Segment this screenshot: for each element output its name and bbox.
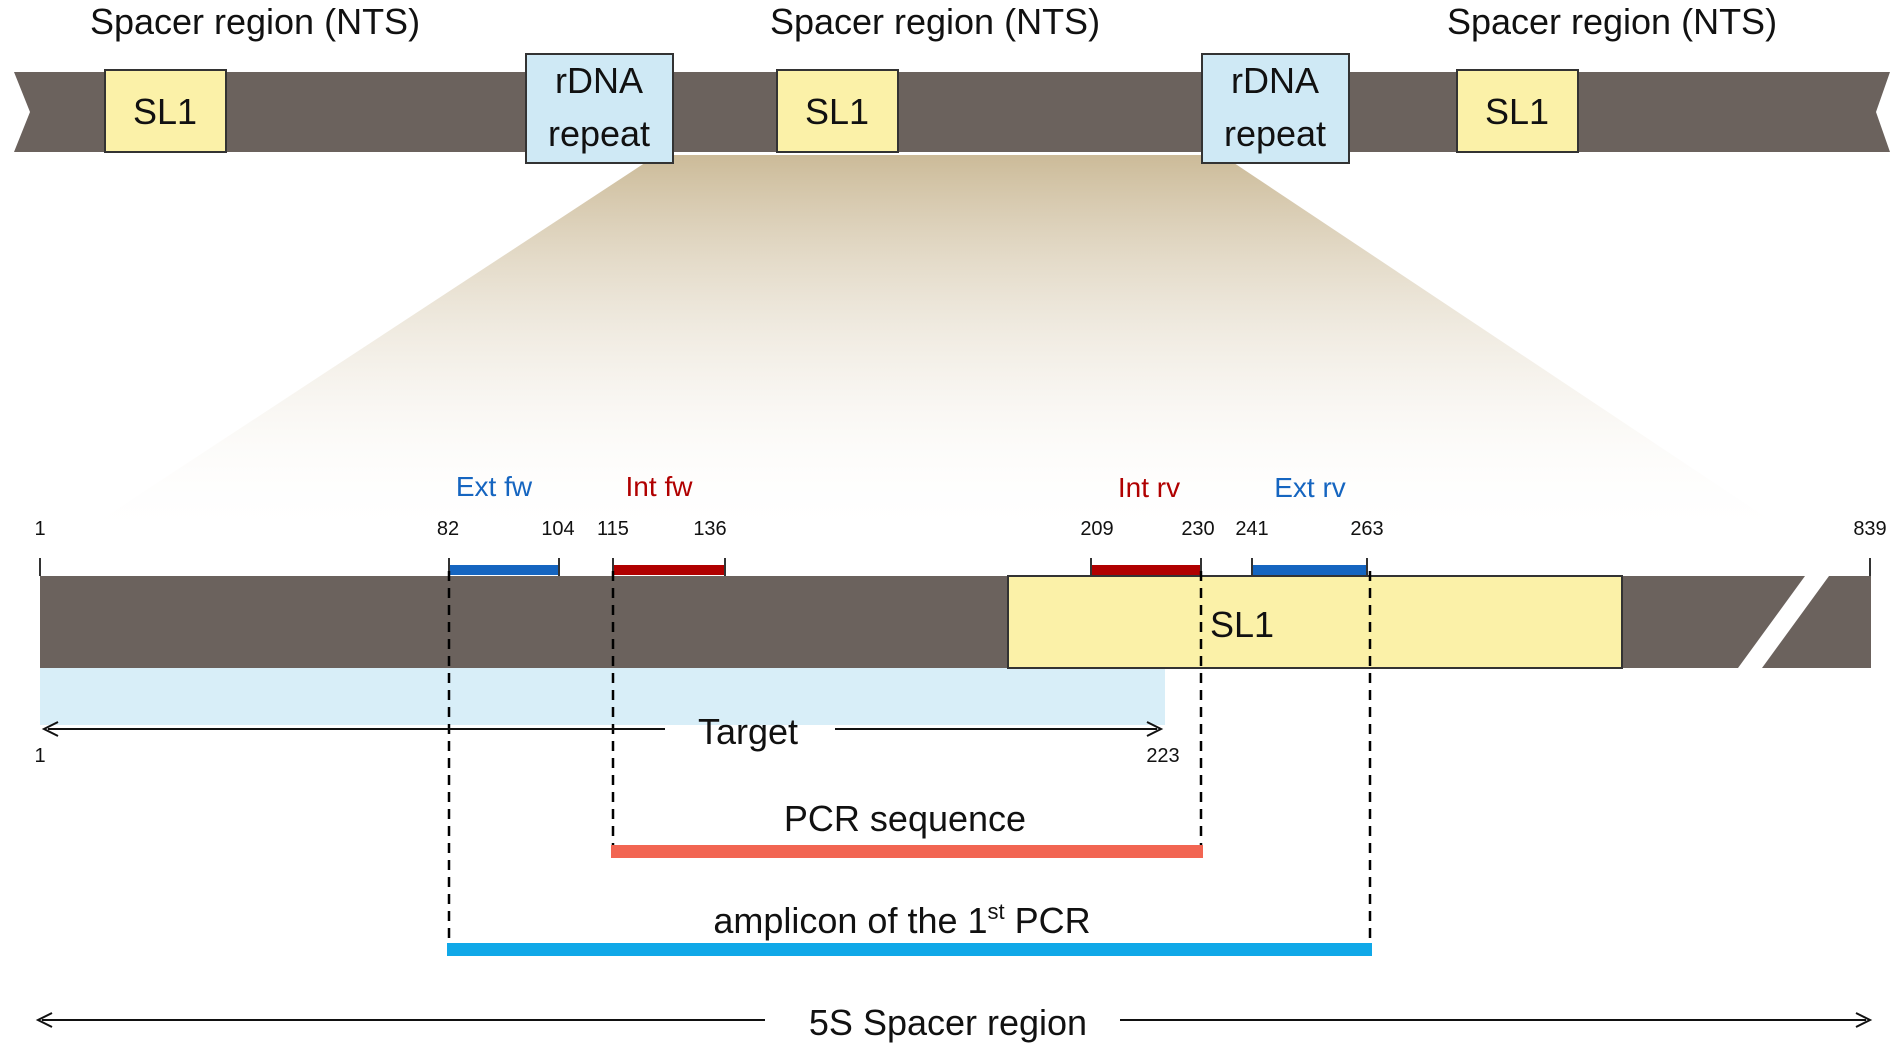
svg-text:263: 263 xyxy=(1350,518,1383,540)
spacer-region-label: Spacer region (NTS) xyxy=(90,1,420,42)
target-end-pos: 223 xyxy=(1146,745,1179,767)
primer-int-fw: Int fw 115 136 xyxy=(597,471,727,576)
svg-text:repeat: repeat xyxy=(548,113,650,154)
top-dna-bar xyxy=(14,72,1890,152)
amplicon-label: amplicon of the 1st PCR xyxy=(713,899,1090,941)
svg-text:Int rv: Int rv xyxy=(1118,472,1180,503)
position-start: 1 xyxy=(34,518,45,540)
svg-text:SL1: SL1 xyxy=(805,91,869,132)
detail-dna-bar-end xyxy=(1762,576,1871,668)
target-region xyxy=(40,668,1165,725)
svg-text:SL1: SL1 xyxy=(1485,91,1549,132)
detail-sl1-box: SL1 xyxy=(1007,575,1623,669)
pcr-sequence-label: PCR sequence xyxy=(784,798,1026,839)
svg-text:230: 230 xyxy=(1181,518,1214,540)
svg-text:repeat: repeat xyxy=(1224,113,1326,154)
svg-text:209: 209 xyxy=(1080,518,1113,540)
primer-ext-rv: Ext rv 241 263 xyxy=(1235,472,1384,576)
primer-ext-fw: Ext fw 82 104 xyxy=(437,471,575,576)
target-arrow xyxy=(41,721,1164,737)
svg-text:104: 104 xyxy=(541,518,574,540)
amplicon-bar xyxy=(447,943,1372,956)
svg-text:Ext fw: Ext fw xyxy=(456,471,533,502)
spacer-region-label: Spacer region (NTS) xyxy=(770,1,1100,42)
spacer-region-arrow xyxy=(35,1012,1873,1028)
svg-text:82: 82 xyxy=(437,518,459,540)
svg-text:115: 115 xyxy=(597,518,629,540)
target-label: Target xyxy=(698,711,798,752)
target-start-pos: 1 xyxy=(34,745,45,767)
svg-text:rDNA: rDNA xyxy=(1231,60,1319,101)
svg-text:136: 136 xyxy=(693,518,726,540)
rdna-repeat-box: rDNA repeat xyxy=(1201,53,1350,164)
top-sl1-box: SL1 xyxy=(776,69,899,153)
svg-text:SL1: SL1 xyxy=(1210,604,1274,645)
spacer-region-5s-label: 5S Spacer region xyxy=(809,1002,1087,1043)
top-sl1-box: SL1 xyxy=(1456,69,1579,153)
primer-int-rv: Int rv 209 230 xyxy=(1080,472,1215,576)
svg-text:Int fw: Int fw xyxy=(626,471,694,502)
svg-text:rDNA: rDNA xyxy=(555,60,643,101)
pcr-sequence-bar xyxy=(611,845,1203,858)
svg-text:241: 241 xyxy=(1235,518,1268,540)
svg-text:Ext rv: Ext rv xyxy=(1274,472,1346,503)
rdna-repeat-box: rDNA repeat xyxy=(525,53,674,164)
spacer-region-label: Spacer region (NTS) xyxy=(1447,1,1777,42)
zoom-fan xyxy=(70,155,1800,540)
position-end: 839 xyxy=(1853,518,1886,540)
svg-text:SL1: SL1 xyxy=(133,91,197,132)
top-sl1-box: SL1 xyxy=(104,69,227,153)
